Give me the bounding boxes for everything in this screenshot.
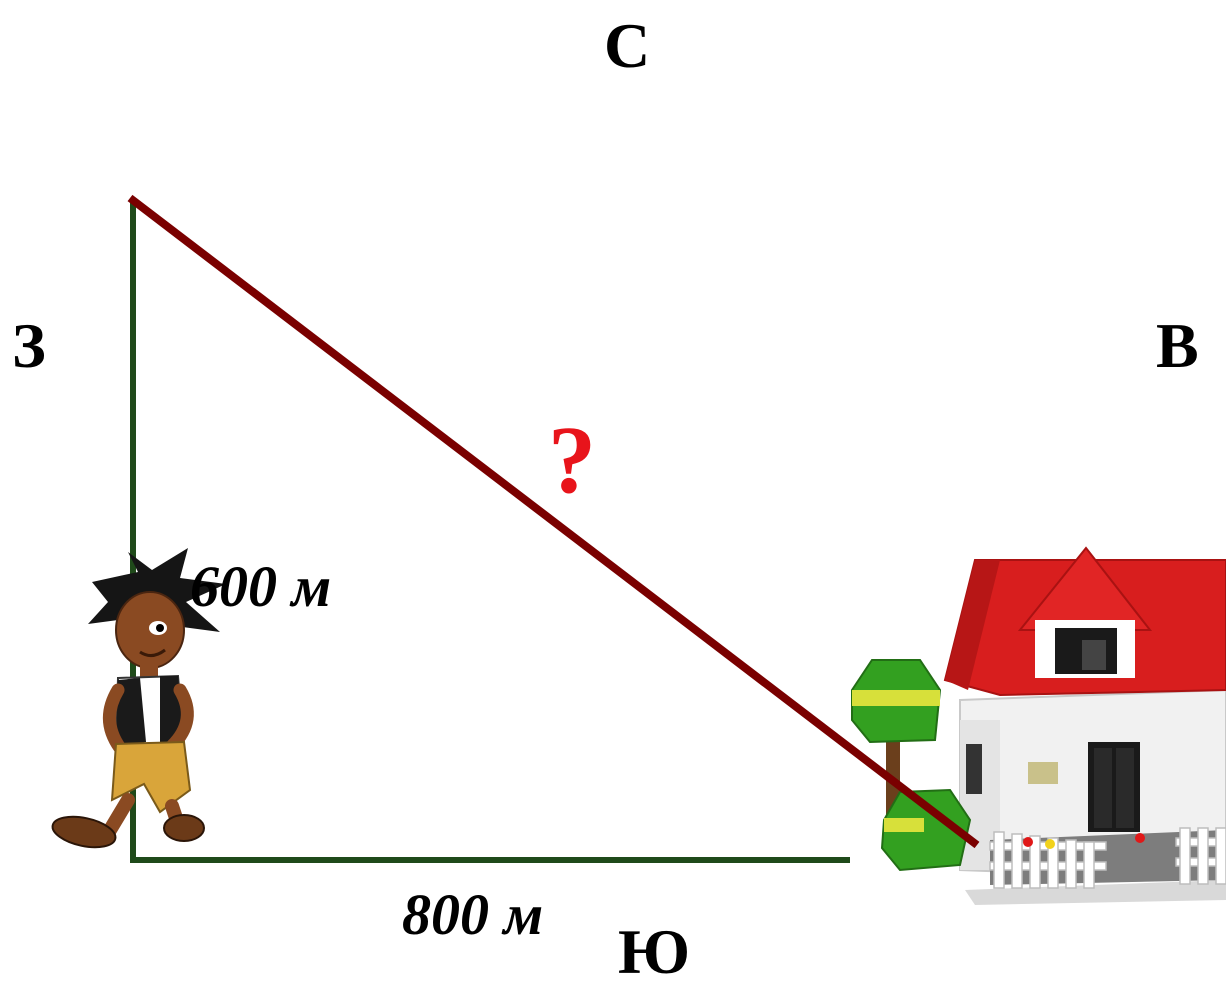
horizontal-leg-length: 800 м (402, 882, 544, 947)
bush-icon (880, 788, 972, 872)
north-label: С (604, 10, 651, 81)
east-label: В (1156, 310, 1199, 381)
boy-walker-icon (51, 548, 226, 849)
south-label: Ю (618, 916, 691, 987)
vertical-leg-length: 600 м (190, 554, 332, 619)
tree-icon (851, 659, 942, 840)
hypotenuse (127, 194, 980, 849)
west-label: З (12, 310, 46, 381)
hypotenuse-question: ? (548, 406, 596, 513)
house-icon (943, 546, 1226, 905)
